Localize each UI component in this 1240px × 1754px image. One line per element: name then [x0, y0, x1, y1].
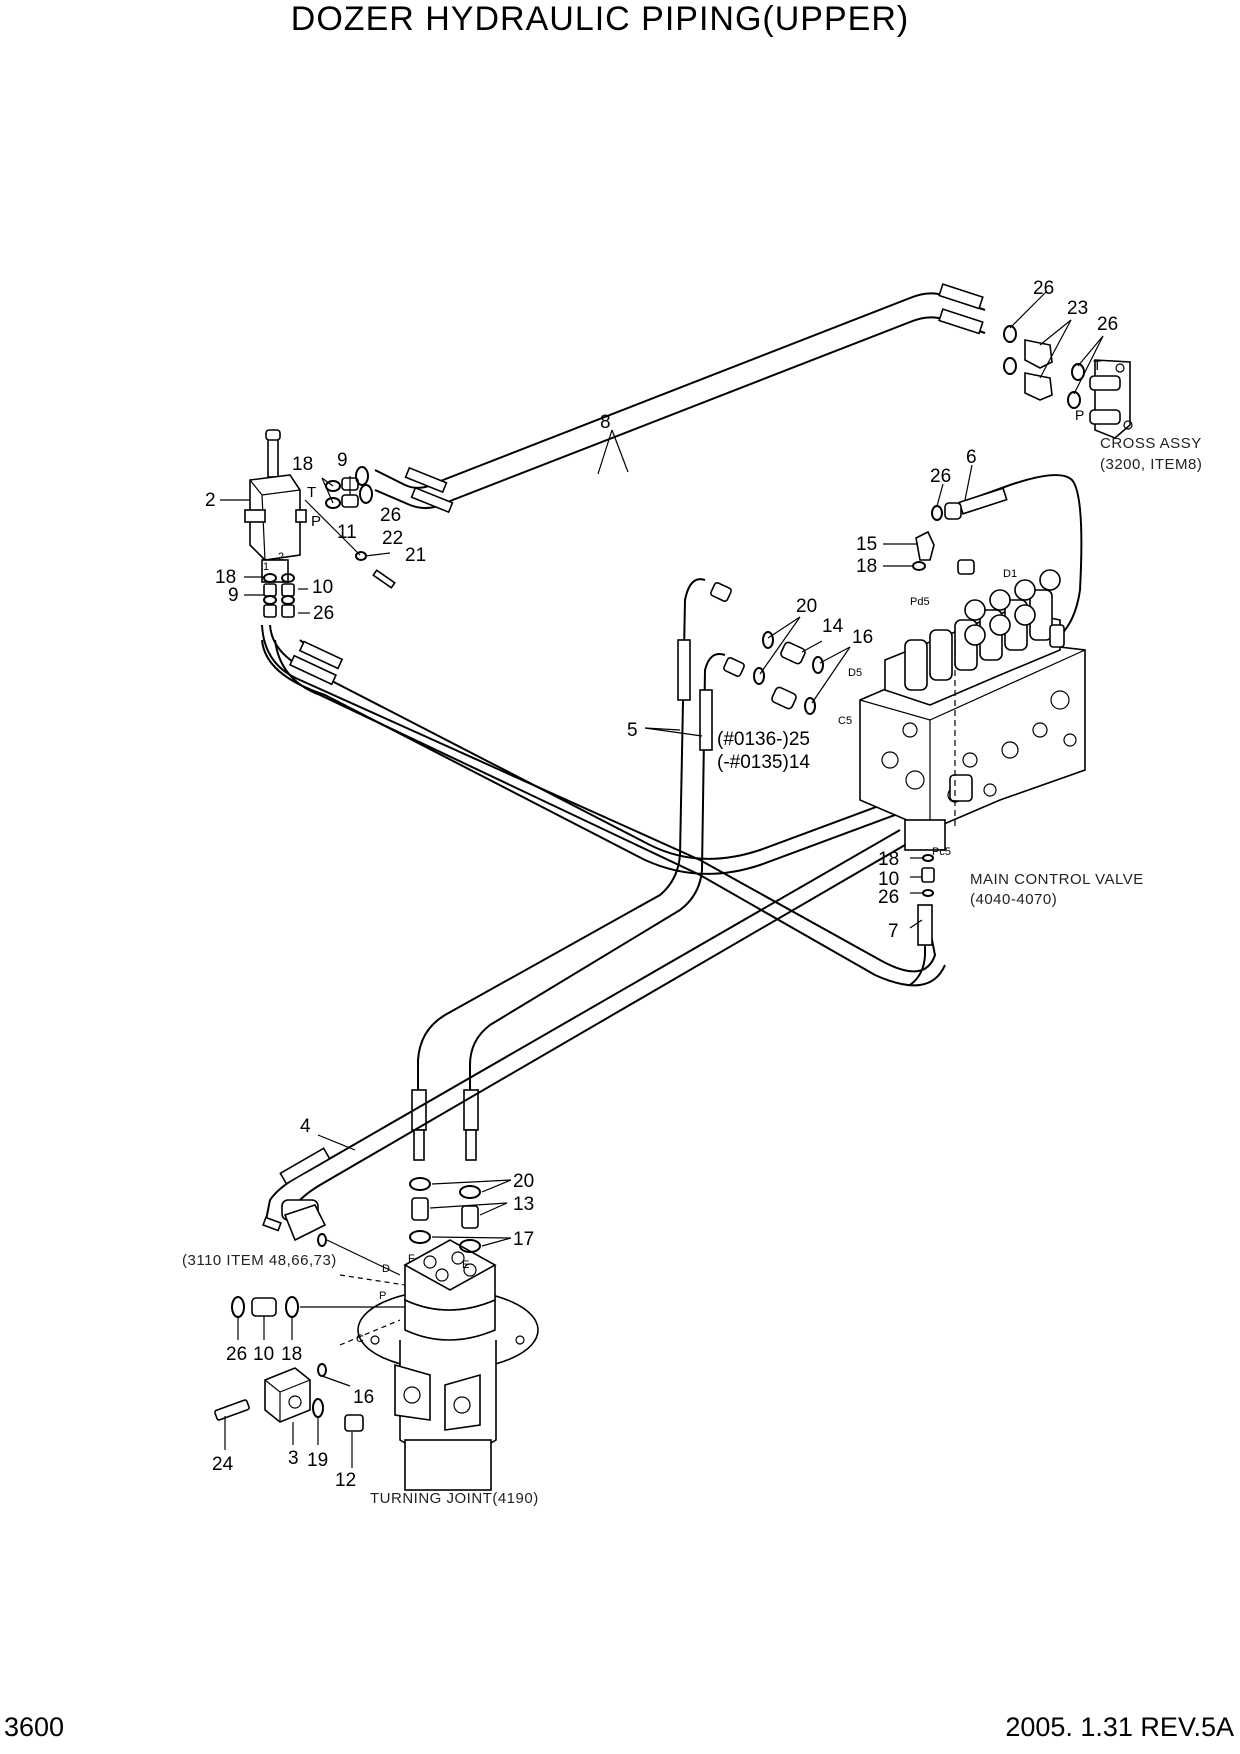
- callouts: 26 23 26 8 6 26 18 9 2 26 11 22 21 18 10…: [205, 278, 1118, 1491]
- cross-assy-ref: (3200, ITEM8): [1100, 456, 1202, 473]
- port-1: 1: [263, 561, 269, 573]
- callout-7: 7: [888, 921, 899, 942]
- turning-joint: [357, 1239, 539, 1491]
- callout-26: 26: [1097, 314, 1118, 335]
- port-e: E: [462, 1259, 469, 1271]
- callout-20: 20: [796, 596, 817, 617]
- port-labels: T P 1 2 T P D1 Pd5 D5 C5 Pc5 D F E P C: [263, 357, 1102, 1345]
- callout-6: 6: [966, 447, 977, 468]
- serial-note-2: (-#0135)14: [717, 752, 810, 773]
- pilot-valve: [244, 429, 307, 583]
- hose-7: [909, 904, 933, 986]
- callout-19: 19: [307, 1450, 328, 1471]
- callout-10: 10: [253, 1344, 274, 1365]
- hose-5: [411, 578, 726, 1161]
- flange-ref: (3110 ITEM 48,66,73): [182, 1252, 337, 1269]
- port-d1: D1: [1003, 568, 1017, 580]
- port-p-joint: P: [379, 1290, 386, 1302]
- callout-18: 18: [281, 1344, 302, 1365]
- callout-18: 18: [878, 849, 899, 870]
- reference-notes: CROSS ASSY (3200, ITEM8) MAIN CONTROL VA…: [182, 435, 1202, 1507]
- port-pd5: Pd5: [910, 596, 930, 608]
- callout-21: 21: [405, 545, 426, 566]
- callout-26: 26: [930, 466, 951, 487]
- cross-assy-label: CROSS ASSY: [1100, 435, 1202, 452]
- callout-10: 10: [312, 577, 333, 598]
- block-assembly: [214, 1363, 364, 1432]
- callout-16: 16: [353, 1387, 374, 1408]
- cross-assy: [1003, 325, 1133, 439]
- port-pc5: Pc5: [932, 846, 951, 858]
- callout-10: 10: [878, 869, 899, 890]
- callout-12: 12: [335, 1470, 356, 1491]
- page-title: DOZER HYDRAULIC PIPING(UPPER): [290, 0, 910, 38]
- hose-8: [374, 283, 986, 514]
- turning-joint-label: TURNING JOINT(4190): [370, 1490, 539, 1507]
- callout-3: 3: [288, 1448, 299, 1469]
- callout-20: 20: [513, 1171, 534, 1192]
- callout-8: 8: [600, 412, 611, 433]
- callout-9: 9: [337, 450, 348, 471]
- main-control-valve: [859, 569, 1086, 851]
- port-t2: T: [1093, 357, 1102, 373]
- page-number: 3600: [4, 1712, 65, 1742]
- port-d5: D5: [848, 667, 862, 679]
- port-d: D: [382, 1263, 390, 1275]
- port-c5: C5: [838, 715, 852, 727]
- callout-26: 26: [313, 603, 334, 624]
- callout-18: 18: [215, 567, 236, 588]
- callout-11: 11: [337, 522, 357, 543]
- callout-13: 13: [513, 1194, 534, 1215]
- callout-22: 22: [382, 528, 403, 549]
- joint-port-fittings: [231, 1296, 299, 1318]
- callout-4: 4: [300, 1116, 311, 1137]
- port-c: C: [356, 1333, 364, 1345]
- mcv-fittings: [710, 502, 975, 715]
- callout-26: 26: [380, 505, 401, 526]
- callout-16: 16: [852, 627, 873, 648]
- callout-2: 2: [205, 490, 216, 511]
- callout-15: 15: [856, 534, 877, 555]
- mcv-ref: (4040-4070): [970, 891, 1057, 908]
- flange: [262, 1204, 327, 1247]
- port-f: F: [408, 1253, 415, 1265]
- callout-26: 26: [1033, 278, 1054, 299]
- serial-note-1: (#0136-)25: [717, 729, 810, 750]
- callout-17: 17: [513, 1229, 534, 1250]
- callout-23: 23: [1067, 298, 1088, 319]
- long-hoses: [261, 624, 946, 987]
- port-2: 2: [278, 551, 284, 563]
- turning-joint-fittings: [409, 1177, 481, 1253]
- port-p2: P: [1075, 407, 1084, 423]
- hose-4: [264, 829, 906, 1226]
- hose-6: [954, 474, 1083, 641]
- callout-9: 9: [228, 585, 239, 606]
- pilot-valve-fittings: [263, 466, 396, 618]
- callout-18: 18: [292, 454, 313, 475]
- callout-14: 14: [822, 616, 844, 637]
- leader-lines: [220, 291, 1104, 1468]
- callout-5: 5: [627, 720, 638, 741]
- callout-26: 26: [878, 887, 899, 908]
- callout-18: 18: [856, 556, 877, 577]
- mcv-bottom-fittings: [921, 854, 935, 897]
- callout-24: 24: [212, 1454, 234, 1475]
- port-p: P: [311, 513, 321, 530]
- callout-26: 26: [226, 1344, 247, 1365]
- port-t: T: [307, 484, 316, 501]
- revision-date: 2005. 1.31 REV.5A: [1005, 1712, 1234, 1742]
- mcv-label: MAIN CONTROL VALVE: [970, 871, 1144, 888]
